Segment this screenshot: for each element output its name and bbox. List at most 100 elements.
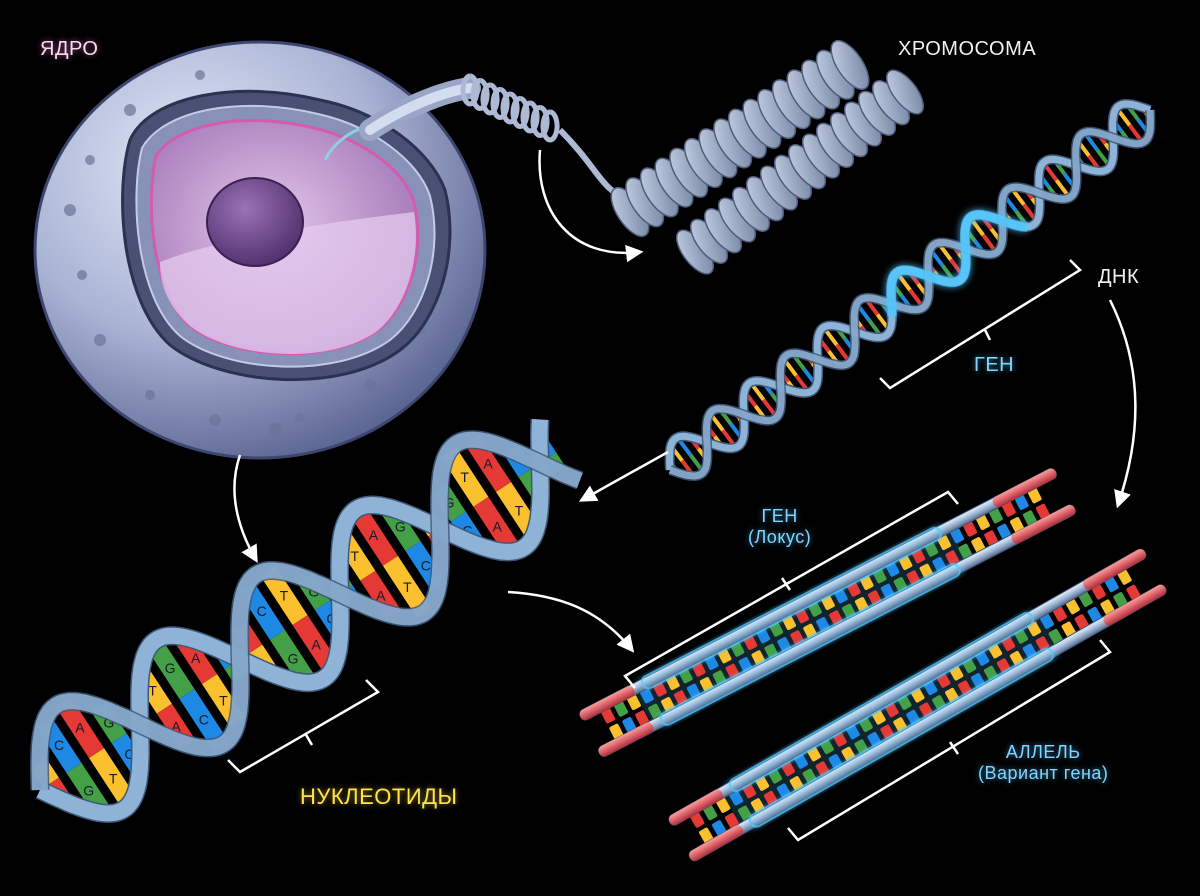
base-block <box>988 507 1003 524</box>
base-block <box>724 812 740 829</box>
base-block <box>716 797 731 813</box>
base-letter: G <box>165 660 176 676</box>
backbone-strand <box>668 109 1154 480</box>
base-pair-rung <box>348 504 398 566</box>
base-block <box>984 530 999 547</box>
label-nucleotides: НУКЛЕОТИДЫ <box>300 784 458 809</box>
base-letter: C <box>257 603 267 619</box>
base-block <box>690 811 705 828</box>
gene-highlight <box>659 563 961 726</box>
base-block <box>1065 598 1080 615</box>
base-block <box>1074 614 1089 630</box>
base-block <box>1113 592 1128 608</box>
telomere-cap <box>1083 549 1146 590</box>
label-chromosome: ХРОМОСОМА <box>898 38 1037 60</box>
base-block <box>601 707 616 724</box>
base-block <box>1039 613 1054 629</box>
dna-helix-strand <box>664 98 1156 482</box>
base-block <box>699 827 714 844</box>
arrow-nucleus-to-nucleotides <box>233 454 258 564</box>
gene-bracket-top <box>879 259 1082 390</box>
telomere-cap <box>579 686 635 720</box>
label-gene-locus-title: ГЕН <box>761 506 798 526</box>
arrow-dna-to-nucleotides <box>578 450 669 502</box>
telomere-cap <box>1103 584 1167 626</box>
base-block <box>963 521 977 537</box>
base-block <box>1117 569 1132 585</box>
base-block <box>1010 517 1024 533</box>
arrow-nucleus-to-chromosome <box>538 149 644 263</box>
base-letter: C <box>462 523 472 539</box>
label-locus: (Локус) <box>748 527 812 547</box>
base-block <box>639 687 654 704</box>
chromatin-loop <box>885 69 925 115</box>
base-block <box>950 527 965 544</box>
base-block <box>1052 605 1067 622</box>
base-block <box>971 537 986 553</box>
label-gene-top: ГЕН <box>974 354 1015 376</box>
base-block <box>609 723 624 740</box>
flow-arrows <box>233 149 1137 653</box>
base-block <box>1091 583 1106 600</box>
label-allele-title: АЛЛЕЛЬ <box>1005 742 1081 762</box>
telomere-cap <box>668 789 723 826</box>
base-block <box>648 703 663 720</box>
base-block <box>945 550 960 567</box>
gene-highlight <box>886 210 1028 317</box>
backbone-strand <box>36 418 549 822</box>
base-block <box>622 717 637 733</box>
label-allele: АЛЛЕЛЬ (Вариант гена) <box>978 742 1108 784</box>
base-letter: A <box>171 719 181 735</box>
base-block <box>737 805 753 822</box>
base-letter: G <box>444 494 455 510</box>
label-gene-locus: ГЕН (Локус) <box>748 506 811 548</box>
base-block <box>729 789 744 806</box>
base-letter: A <box>369 527 379 543</box>
base-letter: A <box>75 720 85 736</box>
base-block <box>626 694 641 711</box>
telomere-cap <box>992 468 1057 508</box>
base-pair-rung <box>145 637 195 699</box>
base-letter: C <box>124 746 134 762</box>
base-letter: C <box>54 737 64 753</box>
base-block <box>1027 487 1042 504</box>
telomere-cap <box>598 722 654 757</box>
base-letter: G <box>83 783 94 799</box>
label-allele-variant: (Вариант гена) <box>978 763 1109 783</box>
base-block <box>1014 494 1029 511</box>
base-block <box>958 543 973 560</box>
base-letter: A <box>311 637 321 653</box>
base-letter: G <box>395 519 406 535</box>
base-letter: T <box>515 503 524 519</box>
base-block <box>1061 621 1076 638</box>
base-block <box>712 820 727 836</box>
base-letter: T <box>109 770 118 786</box>
base-letter: A <box>483 455 493 471</box>
base-block <box>1048 628 1063 645</box>
chromatin-loop <box>830 39 870 91</box>
base-block <box>614 701 628 717</box>
base-letter: C <box>421 558 431 574</box>
base-letter: A <box>191 650 201 666</box>
base-block <box>1035 503 1050 520</box>
nucleus-illustration <box>33 40 487 460</box>
base-letter: T <box>460 469 469 485</box>
base-block <box>1104 576 1119 593</box>
base-block <box>1126 584 1141 601</box>
base-letter: T <box>351 548 360 564</box>
chromatin-fiber <box>359 73 632 203</box>
base-block <box>1022 510 1037 527</box>
base-letter: A <box>376 588 386 604</box>
base-block <box>997 523 1012 540</box>
chromosome-ladder-top <box>579 468 1076 757</box>
label-dna: ДНК <box>1098 266 1140 288</box>
base-block <box>703 804 718 821</box>
chromatin-coil <box>460 73 560 143</box>
chromosome-illustration <box>610 39 925 275</box>
base-letter: C <box>199 712 209 728</box>
telomere-cap <box>689 825 744 861</box>
base-block <box>1001 501 1016 517</box>
base-block <box>635 710 650 727</box>
